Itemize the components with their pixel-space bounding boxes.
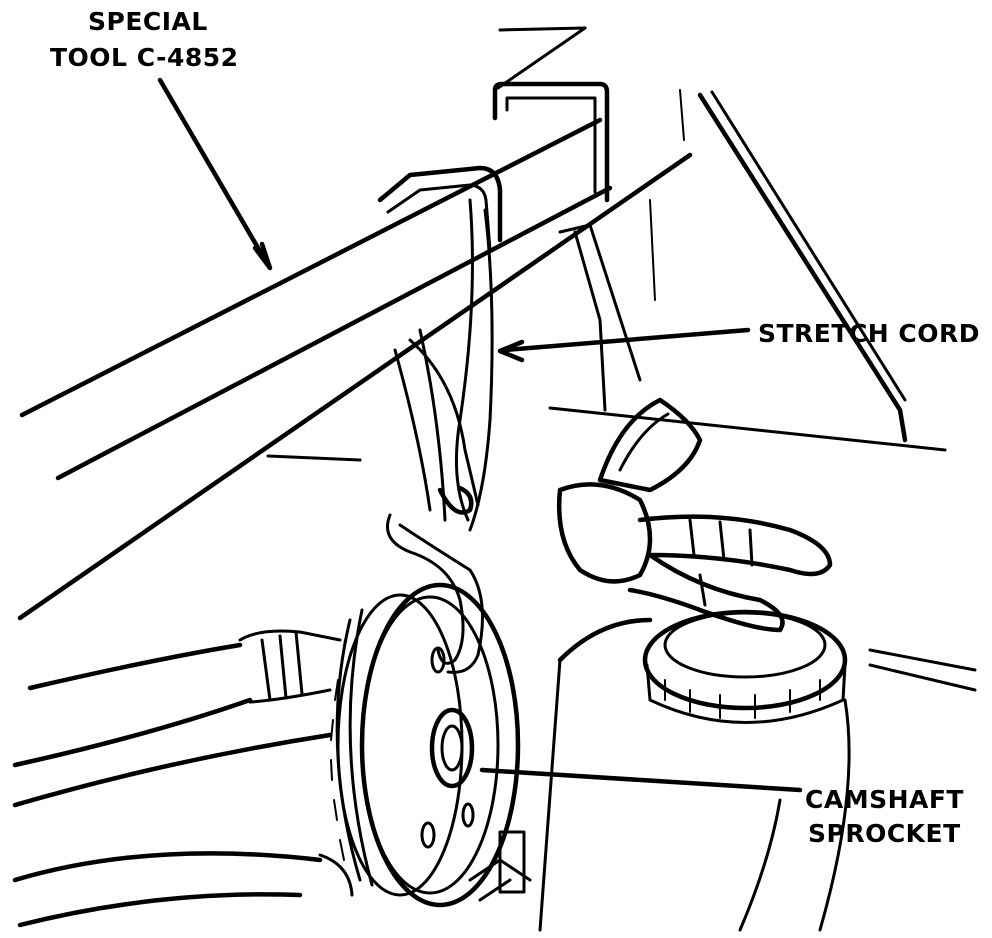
hoses [12, 629, 354, 928]
leader-stretch-cord [502, 327, 751, 353]
arrowhead-special-tool [252, 241, 273, 271]
leader-lines [157, 77, 803, 793]
engine-background [266, 89, 977, 692]
leader-special-tool [157, 77, 271, 268]
label-special-tool-line2: TOOL C-4852 [50, 43, 239, 72]
stretch-cord [386, 198, 494, 674]
oil-filler-cap [538, 609, 851, 932]
label-camshaft-line2: SPROCKET [808, 819, 961, 848]
label-stretch-cord: STRETCH CORD [758, 319, 980, 348]
callout-labels: SPECIAL TOOL C-4852 STRETCH CORD CAMSHAF… [50, 7, 980, 848]
arrowhead-stretch-cord [497, 339, 525, 363]
camshaft-sprocket [330, 582, 532, 908]
label-special-tool-line1: SPECIAL [88, 7, 208, 36]
label-camshaft-line1: CAMSHAFT [805, 785, 964, 814]
leader-camshaft-sprocket [479, 767, 803, 793]
distributor-wires [556, 397, 833, 633]
special-tool-bar [17, 26, 693, 621]
